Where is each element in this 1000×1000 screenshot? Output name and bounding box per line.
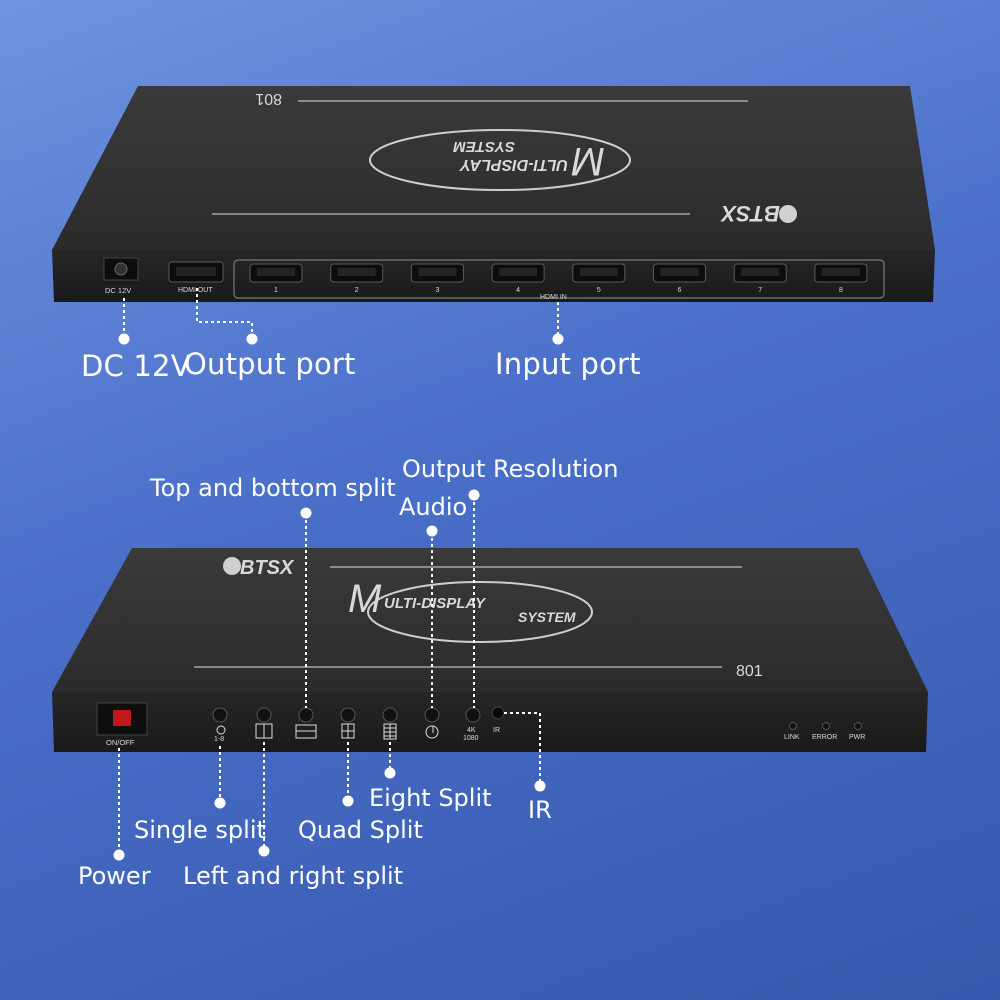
callout-ir: IR	[528, 796, 552, 824]
single-split-label: 1-8	[214, 736, 224, 743]
bottom-callout-lines	[118, 496, 541, 852]
callout-dot-output	[246, 333, 258, 345]
bottom-callout-dots	[113, 489, 546, 861]
callout-output-resolution: Output Resolution	[402, 455, 619, 483]
hdmi-in-port-7[interactable]: 7	[733, 263, 787, 294]
top-logo-line2: SYSTEM	[453, 138, 515, 155]
power-switch-label: ON/OFF	[106, 738, 135, 747]
bottom-model-number: 801	[736, 663, 763, 680]
callout-audio: Audio	[399, 493, 468, 521]
callout-dot-left-right	[258, 845, 270, 857]
dc-jack-pin-icon	[114, 262, 128, 276]
top-device: 801 M ULTI-DISPLAY SYSTEM BTSX DC 12V HD…	[52, 86, 935, 302]
led-error-indicator	[822, 722, 830, 730]
eight-split-button[interactable]	[382, 707, 398, 740]
top-model-number: 801	[255, 90, 282, 107]
hdmi-slot-icon	[499, 268, 538, 276]
hdmi-slot-icon	[418, 268, 457, 276]
led-link-indicator	[789, 722, 797, 730]
hdmi-in-port-1[interactable]: 1	[249, 263, 303, 294]
callout-dc-12v: DC 12V	[81, 349, 191, 383]
top-callout-lines	[123, 288, 559, 337]
dc-jack-label: DC 12V	[105, 286, 131, 295]
hdmi-slot-icon	[660, 268, 699, 276]
top-logo-initial: M	[571, 139, 605, 183]
callout-dot-quad	[342, 795, 354, 807]
led-error-label: ERROR	[812, 734, 837, 741]
callout-dot-single	[214, 797, 226, 809]
hdmi-in-port-5[interactable]: 5	[572, 263, 626, 294]
power-rocker-icon	[113, 710, 131, 726]
bottom-brand-mark-icon	[223, 557, 241, 575]
bottom-device: 801 BTSX M ULTI-DISPLAY SYSTEM ON/OFF 1-…	[52, 548, 928, 752]
hdmi-slot-icon	[741, 268, 780, 276]
ir-label: IR	[493, 727, 500, 734]
hdmi-in-ports: 1 2 3 4 5 6 7 8	[249, 263, 868, 294]
bottom-logo-swoosh	[367, 581, 593, 643]
top-brand-logo: BTSX	[720, 201, 780, 226]
hdmi-in-number-label: 3	[435, 287, 439, 294]
bottom-logo-initial: M	[348, 577, 382, 621]
callout-top-bottom-split: Top and bottom split	[150, 474, 396, 502]
hdmi-out-label: HDMI OUT	[178, 287, 213, 294]
top-device-lid	[52, 86, 935, 250]
hdmi-in-label: HDMI IN	[540, 294, 567, 301]
hdmi-in-number-label: 5	[597, 287, 601, 294]
bottom-brand-logo: BTSX	[240, 557, 295, 579]
single-split-icon	[216, 725, 226, 735]
single-split-button[interactable]: 1-8	[212, 707, 228, 743]
resolution-label-1080: 1080	[463, 735, 479, 742]
hdmi-slot-icon	[821, 268, 860, 276]
left-right-split-button[interactable]	[255, 707, 273, 739]
callout-dot-output-resolution	[468, 489, 480, 501]
callout-input-port: Input port	[495, 347, 641, 381]
led-link-label: LINK	[784, 734, 800, 741]
resolution-label-4k: 4K	[467, 727, 476, 734]
callout-dot-top-bottom	[300, 507, 312, 519]
callout-quad-split: Quad Split	[298, 816, 423, 844]
hdmi-slot-icon	[337, 268, 376, 276]
top-logo-swoosh	[369, 129, 631, 191]
callout-dot-input	[552, 333, 564, 345]
callout-dot-power	[113, 849, 125, 861]
top-brand-mark-icon	[779, 205, 797, 223]
bottom-device-front-panel	[52, 692, 928, 752]
hdmi-slot-icon	[257, 268, 295, 276]
callout-dot-audio	[426, 525, 438, 537]
callout-dot-eight	[384, 767, 396, 779]
hdmi-in-number-label: 4	[516, 287, 520, 294]
callout-eight-split: Eight Split	[369, 784, 492, 812]
callout-dot-dc	[118, 333, 130, 345]
hdmi-in-port-6[interactable]: 6	[653, 263, 706, 294]
audio-icon	[425, 725, 439, 739]
hdmi-in-port-3[interactable]: 3	[410, 263, 464, 294]
bottom-device-lid	[52, 548, 928, 692]
hdmi-slot-icon	[579, 268, 618, 276]
callout-left-right-split: Left and right split	[183, 862, 404, 890]
hdmi-in-number-label: 2	[355, 287, 359, 294]
quad-split-button[interactable]	[340, 707, 356, 739]
hdmi-in-number-label: 8	[839, 287, 843, 294]
hdmi-in-group-frame	[233, 259, 885, 299]
top-bottom-split-button[interactable]	[295, 707, 317, 739]
led-pwr-label: PWR	[849, 734, 865, 741]
callout-single-split: Single split	[134, 816, 266, 844]
top-logo-line1: ULTI-DISPLAY	[459, 156, 568, 173]
hdmi-in-port-2[interactable]: 2	[330, 263, 384, 294]
hdmi-in-port-8[interactable]: 8	[814, 263, 868, 294]
led-pwr-indicator	[854, 722, 862, 730]
hdmi-in-number-label: 7	[758, 287, 762, 294]
bottom-logo-line1: ULTI-DISPLAY	[384, 595, 487, 612]
hdmi-in-port-4[interactable]: 4	[491, 263, 545, 294]
hdmi-out-port-slot-icon	[176, 267, 216, 276]
audio-button[interactable]	[424, 707, 440, 739]
callout-output-port: Output port	[184, 347, 356, 381]
hdmi-in-number-label: 1	[274, 287, 278, 294]
bottom-logo-line2: SYSTEM	[518, 609, 576, 625]
callout-dot-ir	[534, 780, 546, 792]
callout-power: Power	[78, 862, 151, 890]
hdmi-in-number-label: 6	[678, 287, 682, 294]
top-callout-dots	[118, 333, 564, 345]
